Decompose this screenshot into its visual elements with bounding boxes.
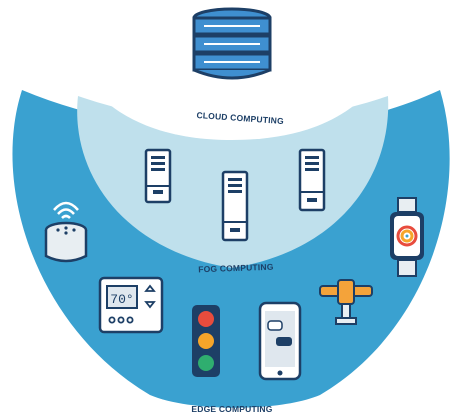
server-icon xyxy=(298,148,326,212)
smartwatch-icon xyxy=(390,197,424,277)
edge-computing-label: EDGE COMPUTING xyxy=(191,404,272,414)
server-icon xyxy=(221,170,249,242)
thermostat-icon: 70° xyxy=(98,276,164,334)
server-icon xyxy=(144,148,172,204)
fog-computing-label: FOG COMPUTING xyxy=(198,262,274,275)
valve-icon xyxy=(319,279,373,325)
database-icon xyxy=(192,7,272,80)
edge-layer xyxy=(0,64,465,417)
thermostat-display: 70° xyxy=(110,292,133,307)
smartphone-icon xyxy=(258,301,302,381)
smart-speaker-icon xyxy=(44,201,88,263)
traffic-light-icon xyxy=(192,305,220,377)
